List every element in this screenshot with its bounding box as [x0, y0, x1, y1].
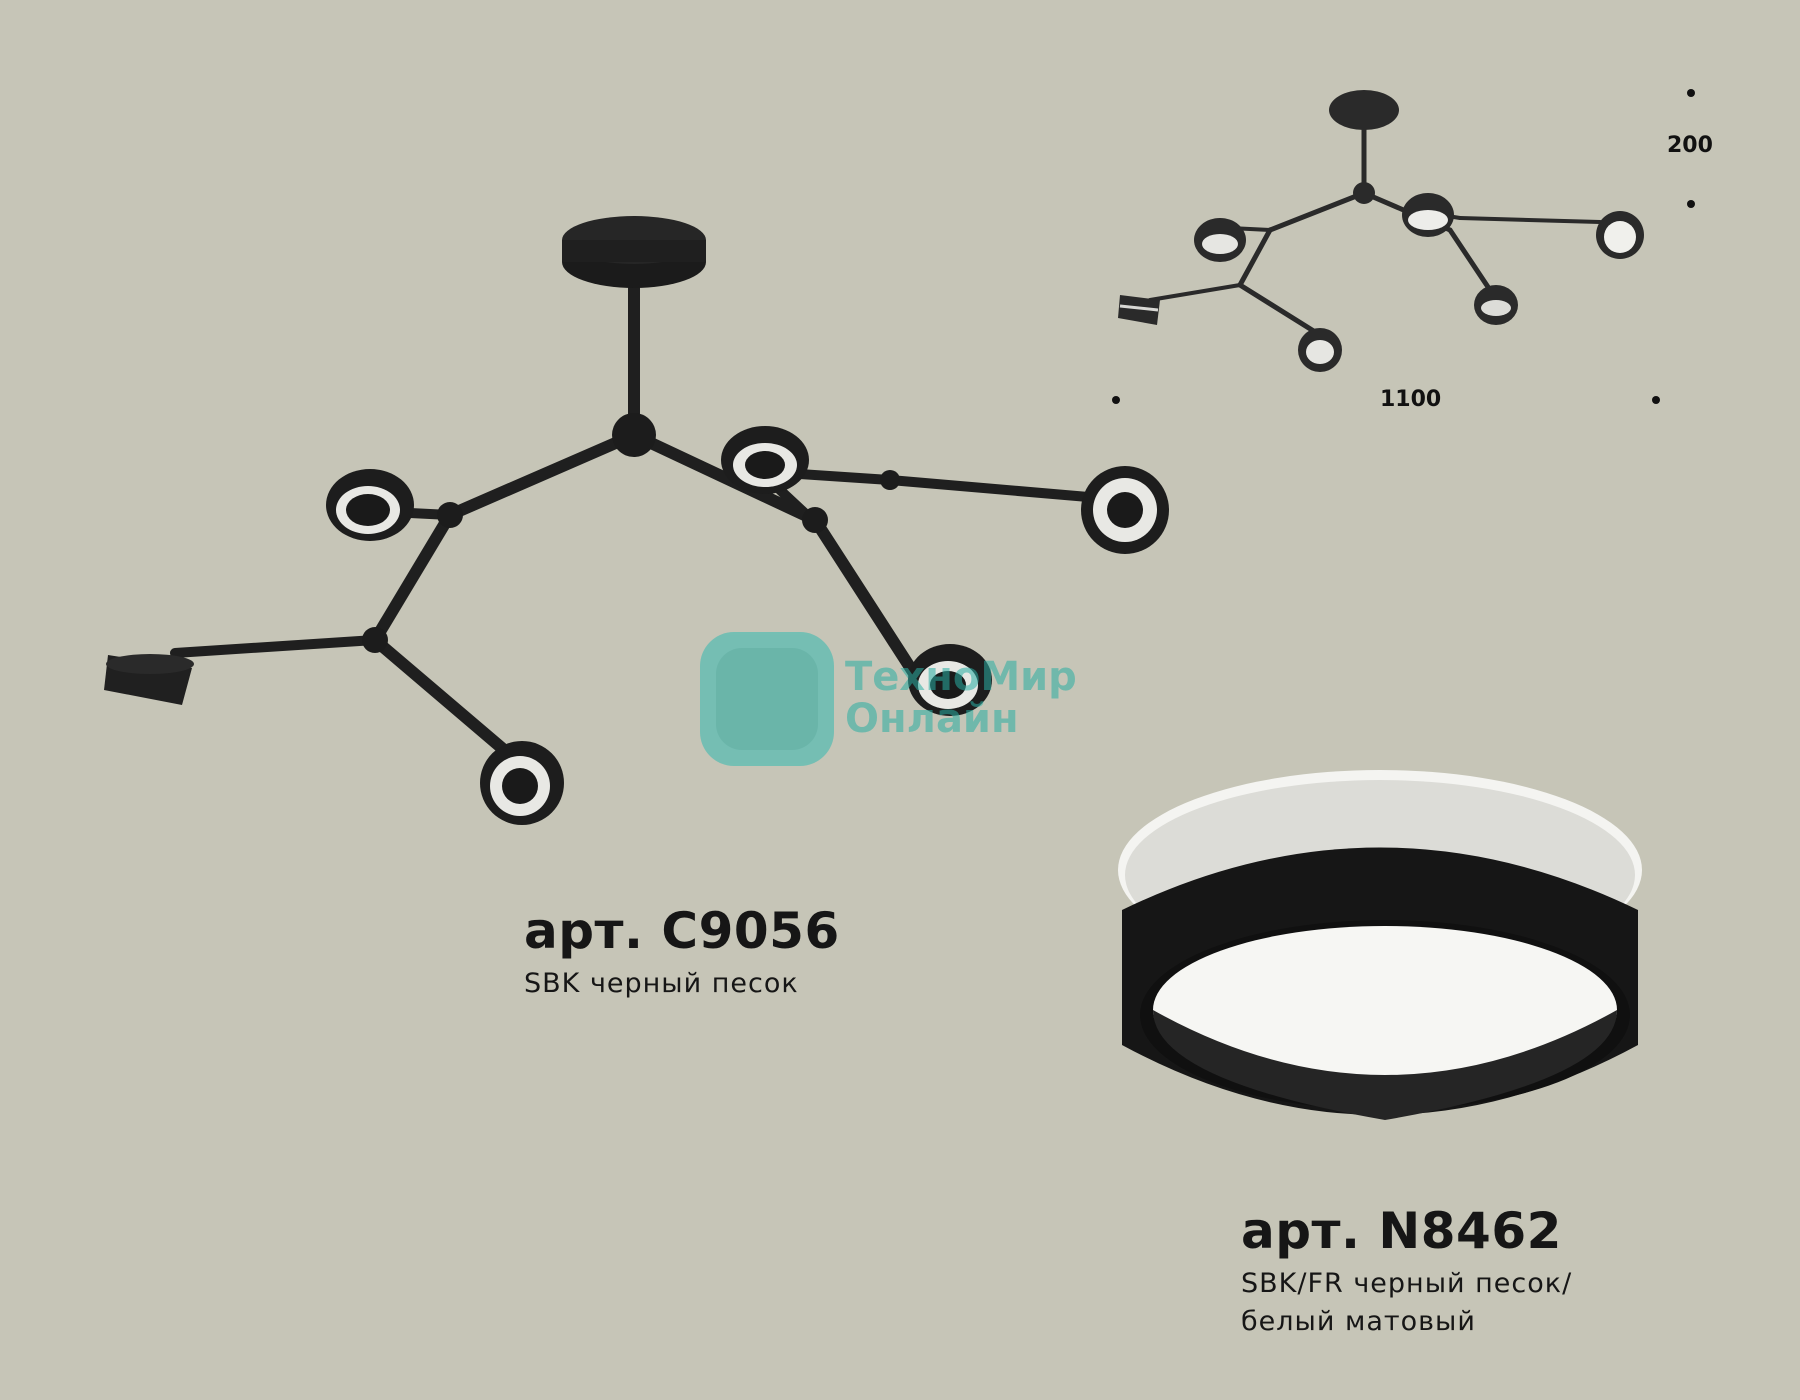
article-number: арт. N8462	[1241, 1202, 1562, 1260]
description-line: белый матовый	[1241, 1306, 1476, 1338]
description-line: SBK/FR черный песок/	[1241, 1268, 1573, 1299]
product-description: SBK черный песок	[524, 965, 840, 1003]
description-line: SBK черный песок	[524, 968, 799, 999]
lamp-head-3	[1081, 466, 1169, 554]
lamp-head-6	[104, 654, 194, 705]
dimension-marker	[1687, 89, 1695, 97]
dimension-height: 200	[1667, 133, 1713, 158]
dimension-marker	[1652, 396, 1660, 404]
product-n8462: арт. N8462 SBK/FR черный песок/ белый ма…	[1241, 1204, 1572, 1342]
watermark-badge	[700, 632, 834, 766]
dimension-width: 1100	[1380, 387, 1442, 412]
lamp-head-4	[908, 644, 992, 716]
watermark: ТехноМир Онлайн	[700, 632, 1120, 767]
product-description: SBK/FR черный песок/ белый матовый	[1241, 1265, 1572, 1342]
product-c9056: арт. C9056 SBK черный песок	[524, 904, 840, 1003]
dimension-marker	[1112, 396, 1120, 404]
article-number: арт. C9056	[524, 902, 840, 960]
watermark-line-1: ТехноМир	[845, 654, 1077, 700]
watermark-gear-icon	[716, 648, 818, 750]
watermark-text: ТехноМир Онлайн	[845, 656, 1077, 740]
watermark-line-2: Онлайн	[845, 696, 1019, 742]
lamp-head-2	[721, 426, 809, 494]
lamp-head-5	[480, 741, 564, 825]
dimension-marker	[1687, 200, 1695, 208]
lamp-head-1	[326, 469, 414, 541]
